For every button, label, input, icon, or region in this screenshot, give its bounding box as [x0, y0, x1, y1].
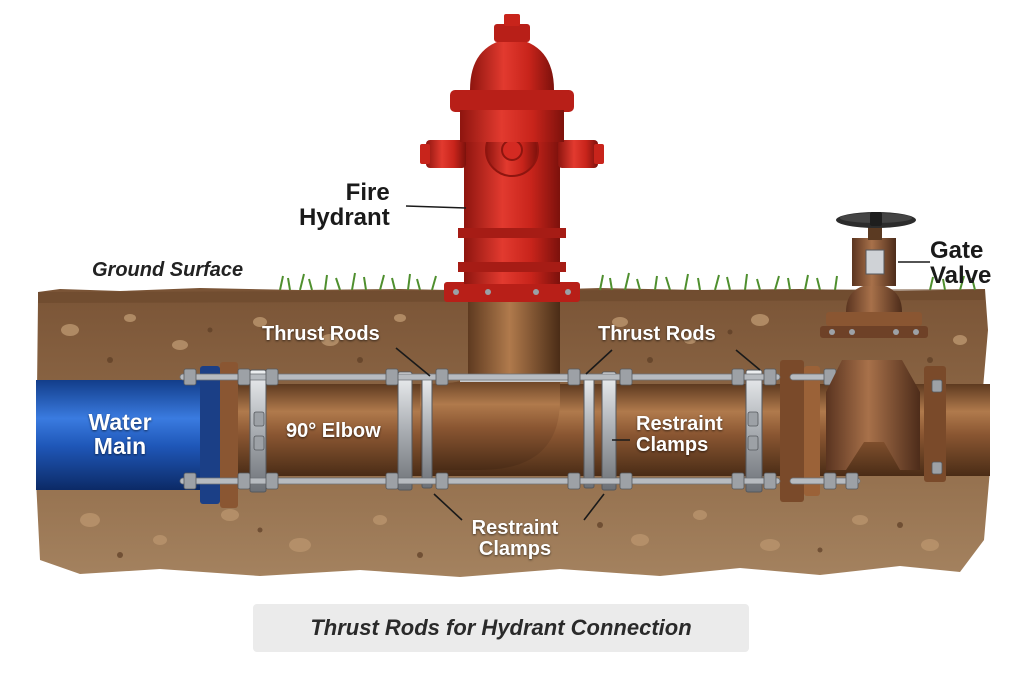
handwheel-icon: [836, 212, 916, 228]
gate-valve-icon: [820, 212, 928, 470]
grass: [279, 272, 976, 291]
leader-lines: [395, 205, 930, 521]
fire-hydrant-icon: [420, 14, 604, 302]
elbow-label: 90° Elbow: [286, 420, 381, 442]
thrust-rods-right-label: Thrust Rods: [598, 323, 716, 345]
caption-background: [253, 604, 749, 652]
restraint-clamps: [249, 369, 763, 493]
diagram-caption: Thrust Rods for Hydrant Connection: [310, 615, 692, 640]
thrust-rods: [179, 368, 943, 490]
water-main-pipe: [36, 362, 238, 508]
ground-surface-label: Ground Surface: [92, 259, 244, 281]
thrust-rods-left-label: Thrust Rods: [262, 323, 380, 345]
